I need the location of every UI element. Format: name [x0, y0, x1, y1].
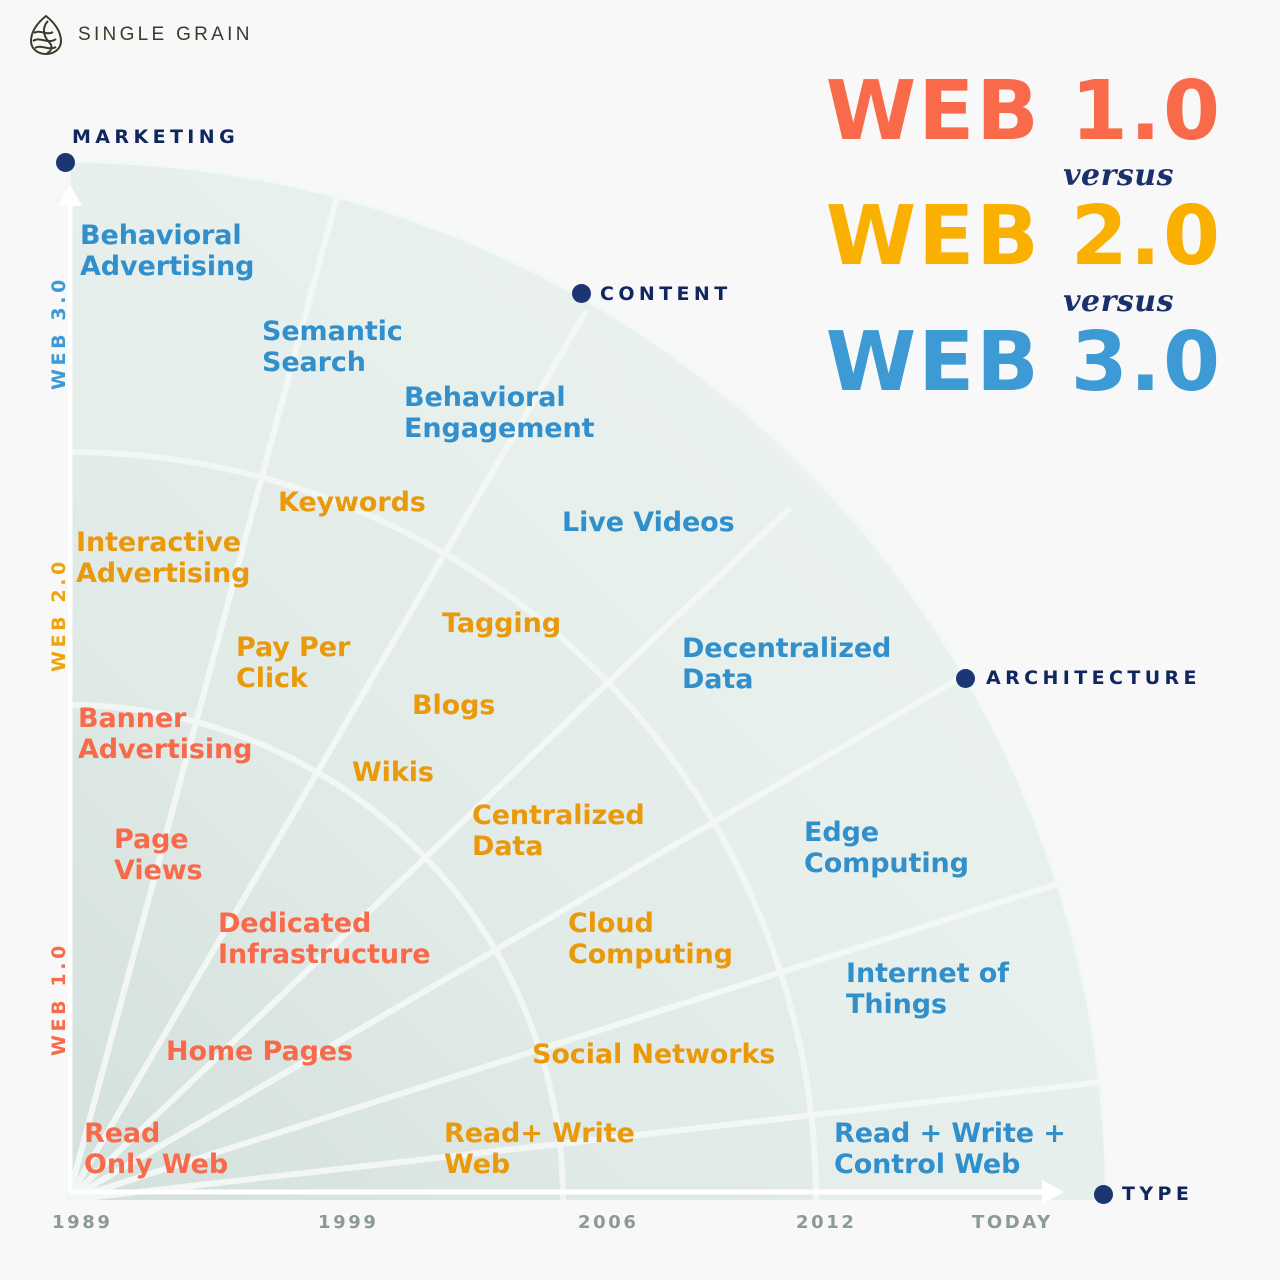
title-web-1-word: WEB [825, 64, 1041, 159]
era-label-web3: WEB 3.0 [48, 276, 70, 390]
item-live-videos: Live Videos [562, 507, 735, 538]
title-web-2-number: 2.0 [1070, 189, 1222, 285]
item-behavioral-engagement: Behavioral Engagement [404, 382, 595, 445]
item-keywords: Keywords [278, 487, 426, 518]
item-page-views: Page Views [114, 824, 203, 887]
item-cloud-computing: Cloud Computing [568, 908, 733, 971]
versus-2: versus [1063, 283, 1174, 319]
item-dedicated-infrastructure: Dedicated Infrastructure [218, 908, 431, 971]
axis-caption-architecture: ARCHITECTURE [986, 667, 1201, 689]
item-read-write-web: Read+ Write Web [444, 1118, 635, 1181]
item-edge-computing: Edge Computing [804, 817, 969, 880]
title-web-3-word: WEB [825, 314, 1041, 410]
year-tick-2012: 2012 [796, 1212, 857, 1233]
year-tick-1989: 1989 [52, 1212, 113, 1233]
year-tick-1999: 1999 [318, 1212, 379, 1233]
title-web-1-number: 1.0 [1070, 64, 1222, 159]
axis-dot-content [572, 284, 591, 303]
item-home-pages: Home Pages [166, 1036, 353, 1067]
item-wikis: Wikis [352, 757, 434, 788]
item-decentralized-data: Decentralized Data [682, 633, 892, 696]
axis-dot-marketing [56, 153, 75, 172]
title-web-2-word: WEB [825, 189, 1041, 285]
era-label-web2: WEB 2.0 [48, 558, 70, 672]
axis-caption-marketing: MARKETING [72, 126, 240, 148]
item-banner-advertising: Banner Advertising [78, 703, 253, 766]
item-pay-per-click: Pay Per Click [236, 632, 351, 695]
item-tagging: Tagging [442, 608, 561, 639]
grain-leaf-icon [29, 14, 63, 56]
item-blogs: Blogs [412, 690, 496, 721]
item-read-only-web: Read Only Web [84, 1118, 229, 1181]
brand-name: SINGLE GRAIN [78, 24, 253, 45]
item-internet-of-things: Internet of Things [846, 958, 1009, 1021]
item-social-networks: Social Networks [532, 1039, 776, 1070]
axis-dot-architecture [956, 669, 975, 688]
item-behavioral-advertising: Behavioral Advertising [80, 220, 255, 283]
axis-caption-content: CONTENT [600, 283, 732, 305]
item-semantic-search: Semantic Search [262, 316, 403, 379]
item-centralized-data: Centralized Data [472, 800, 645, 863]
axis-caption-type: TYPE [1122, 1183, 1194, 1205]
title-web-3-number: 3.0 [1070, 314, 1222, 410]
brand-logo: SINGLE GRAIN [28, 14, 253, 56]
axis-dot-type [1094, 1185, 1113, 1204]
sector-rings [65, 137, 1123, 1203]
item-read-write-control-web: Read + Write + Control Web [834, 1118, 1066, 1181]
era-label-web1: WEB 1.0 [48, 942, 70, 1056]
year-tick-today: TODAY [972, 1212, 1053, 1233]
versus-1: versus [1063, 158, 1174, 194]
axis-lines [58, 184, 1064, 1204]
item-interactive-advertising: Interactive Advertising [76, 527, 251, 590]
year-tick-2006: 2006 [578, 1212, 639, 1233]
